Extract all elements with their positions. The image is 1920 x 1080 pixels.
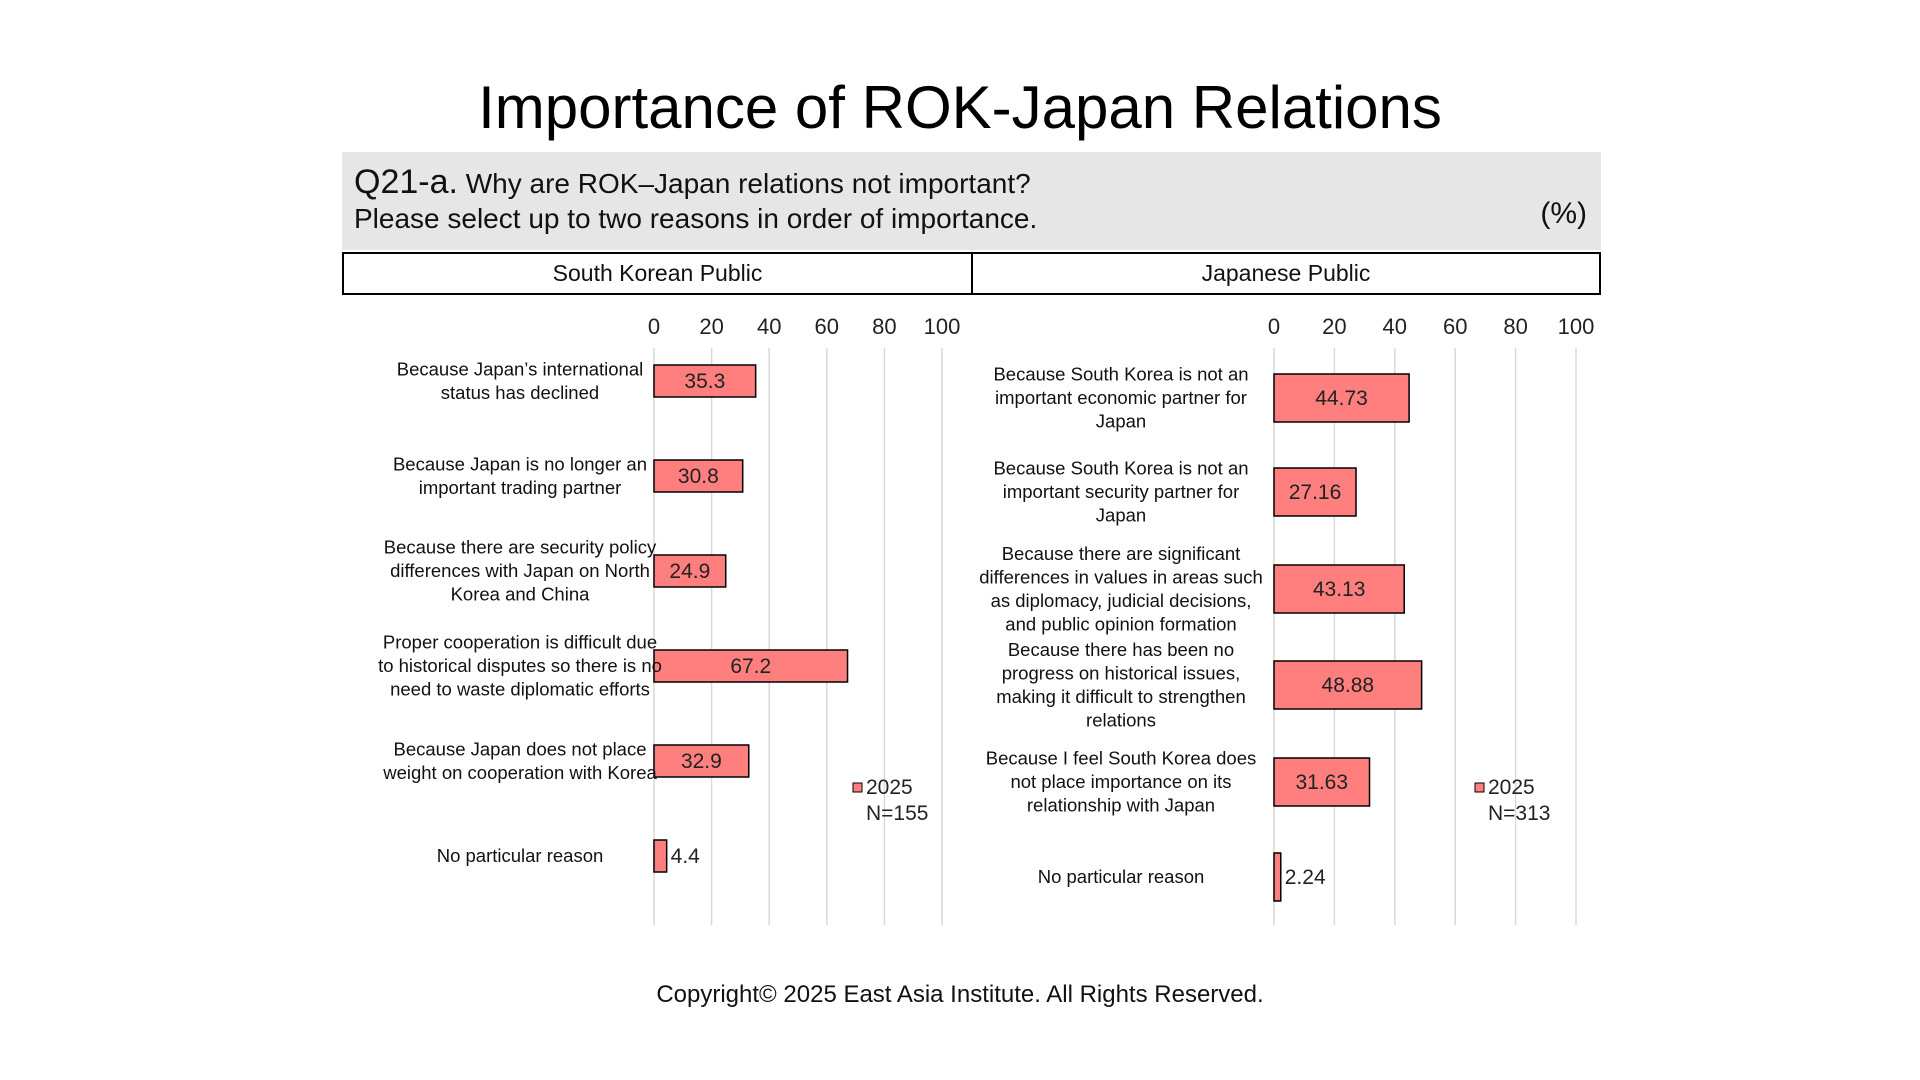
x-tick-label: 80	[872, 314, 896, 339]
bar	[1273, 564, 1406, 614]
data-label: 44.73	[1315, 387, 1368, 410]
data-label: 27.16	[1289, 481, 1342, 504]
data-label: 43.13	[1313, 578, 1366, 601]
unit-label: (%)	[1540, 197, 1587, 230]
data-label: 67.2	[730, 655, 771, 678]
x-tick-label: 20	[699, 314, 723, 339]
bar	[1273, 660, 1423, 710]
copyright-notice: Copyright© 2025 East Asia Institute. All…	[656, 981, 1264, 1008]
data-label: 4.4	[671, 845, 701, 868]
x-tick-label: 0	[1268, 314, 1280, 339]
legend-swatch	[852, 782, 863, 793]
data-label: 48.88	[1322, 674, 1375, 697]
x-tick-label: 0	[648, 314, 660, 339]
data-label: 30.8	[678, 465, 719, 488]
question-id: Q21-a.	[354, 163, 458, 201]
bar	[653, 554, 727, 588]
bar	[1273, 467, 1357, 517]
question-box: Q21-a. Why are ROK–Japan relations not i…	[342, 152, 1601, 250]
x-tick-label: 100	[924, 314, 961, 339]
bar	[653, 459, 744, 493]
legend-series-label: 2025	[1488, 776, 1535, 799]
x-tick-label: 100	[1558, 314, 1595, 339]
legend-sample-size: N=313	[1488, 802, 1550, 825]
bar	[1273, 757, 1371, 807]
category-label: No particular reason	[1038, 866, 1205, 887]
data-label: 24.9	[669, 560, 710, 583]
bar	[1273, 373, 1410, 423]
x-tick-label: 20	[1322, 314, 1346, 339]
legend-sample-size: N=155	[866, 802, 928, 825]
bar	[1273, 852, 1282, 902]
data-label: 31.63	[1295, 771, 1348, 794]
x-tick-label: 40	[1383, 314, 1407, 339]
page-title: Importance of ROK-Japan Relations	[478, 74, 1442, 141]
legend-series-label: 2025	[866, 776, 913, 799]
chart-south-korean-public: 0 20 40 60 80 100 35.3 Because Japan’s internat…	[378, 314, 961, 925]
x-tick-label: 40	[757, 314, 781, 339]
question-instruction: Please select up to two reasons in order…	[354, 203, 1038, 234]
panel-header-south-korea: South Korean Public	[342, 252, 973, 295]
bar	[653, 649, 849, 683]
bar	[653, 839, 668, 873]
x-tick-label: 60	[1443, 314, 1467, 339]
category-label: No particular reason	[437, 845, 604, 866]
panel-header-japan: Japanese Public	[971, 252, 1601, 295]
question-line-1: Q21-a. Why are ROK–Japan relations not i…	[354, 164, 1031, 202]
data-label: 2.24	[1285, 866, 1326, 889]
legend-swatch	[1474, 782, 1485, 793]
x-tick-label: 60	[815, 314, 839, 339]
question-text: Why are ROK–Japan relations not importan…	[465, 168, 1031, 199]
data-label: 35.3	[684, 370, 725, 393]
x-tick-label: 80	[1503, 314, 1527, 339]
data-label: 32.9	[681, 750, 722, 773]
bar	[653, 744, 750, 778]
bar	[653, 364, 757, 398]
